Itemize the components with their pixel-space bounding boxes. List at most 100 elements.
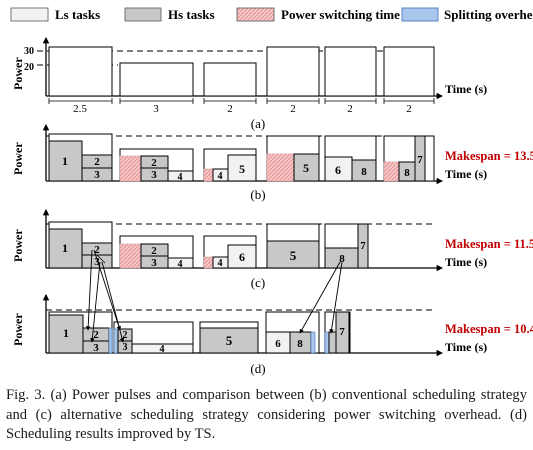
- figure-canvas: Ls tasks Hs tasks Power switching time S…: [10, 7, 533, 376]
- task-label: 8: [339, 253, 345, 265]
- pulse-1: [48, 46, 113, 97]
- legend-item-switch: Power switching time: [236, 7, 400, 22]
- split-arrows: [85, 249, 343, 343]
- panel-a-power-label: Power: [11, 57, 25, 90]
- split-overhead: [324, 331, 330, 354]
- duration-markers: [48, 98, 435, 104]
- task-label: 6: [335, 163, 341, 177]
- panel-b-power-label: Power: [11, 142, 25, 175]
- pulse-2: [119, 62, 194, 97]
- task-label: 5: [303, 161, 309, 175]
- task-d-7: [335, 311, 350, 354]
- pulse-5: [324, 46, 377, 97]
- task-label: 4: [160, 344, 165, 355]
- duration-6: 2: [406, 103, 412, 115]
- task-d-1: [48, 314, 84, 354]
- task-label: 2: [93, 329, 99, 341]
- task-c-5: [266, 240, 320, 269]
- task-b-6: [324, 156, 353, 182]
- legend-swatch-ls: [10, 7, 49, 22]
- switch-time: [266, 153, 295, 182]
- task-label: 2: [94, 244, 100, 256]
- link-line: [96, 254, 106, 264]
- legend-label-ls: Ls tasks: [55, 7, 100, 22]
- task-label: 3: [151, 169, 157, 181]
- task-label: 3: [94, 256, 100, 268]
- switch-time: [119, 243, 142, 269]
- legend-swatch-switch: [236, 7, 275, 22]
- task-label: 6: [239, 250, 245, 264]
- pulse-3: [203, 62, 257, 97]
- task-label: 2: [151, 157, 157, 169]
- task-label: 7: [339, 326, 345, 338]
- task-d-5: [199, 327, 259, 354]
- arrow-2-to-d2: [93, 249, 121, 331]
- task-b-4: [167, 170, 194, 182]
- legend-item-split: Splitting overhead: [401, 7, 533, 22]
- arrow-8-to-d: [299, 261, 341, 334]
- panel-a-tick-20: 20: [24, 62, 34, 73]
- legend-swatch-split: [401, 7, 439, 22]
- duration-3: 2: [227, 103, 233, 115]
- panel-a-time-label: Time (s): [445, 82, 487, 96]
- panel-c: Power 1 2 3 2 3 4 4 6 5 8 7 Makespan = 1…: [11, 208, 533, 290]
- task-label: 5: [226, 333, 233, 348]
- duration-2: 3: [153, 103, 159, 115]
- panel-a: Power 30 20 2.5 3 2 2 2 2 Time (s) (a): [11, 36, 487, 131]
- task-label: 4: [218, 171, 223, 182]
- legend-label-split: Splitting overhead: [444, 7, 533, 22]
- task-label: 5: [290, 248, 297, 263]
- figure-caption: Fig. 3. (a) Power pulses and comparison …: [6, 387, 527, 442]
- panel-d-time-label: Time (s): [445, 340, 487, 354]
- switch-time: [119, 155, 142, 182]
- panel-c-makespan: Makespan = 11.5: [445, 237, 533, 251]
- legend: Ls tasks Hs tasks Power switching time S…: [10, 7, 533, 22]
- task-label: 4: [178, 259, 183, 270]
- task-b-3: [81, 167, 113, 182]
- task-label: 1: [62, 241, 68, 255]
- task-c-4: [167, 257, 194, 269]
- arrow-3-to-d2: [101, 261, 125, 343]
- task-b-5b: [293, 153, 320, 182]
- task-d-8b: [328, 331, 337, 354]
- panel-a-tick-30: 30: [24, 46, 34, 57]
- panel-b-time-label: Time (s): [445, 167, 487, 181]
- task-label: 4: [178, 172, 183, 183]
- duration-4: 2: [290, 103, 296, 115]
- panel-b: Power 1 2 3 2 3 4 4 5 5 6 8 8: [11, 123, 533, 202]
- panel-c-power-label: Power: [11, 229, 25, 262]
- legend-item-ls: Ls tasks: [10, 7, 100, 22]
- task-c-6: [227, 244, 257, 269]
- legend-label-hs: Hs tasks: [168, 7, 215, 22]
- arrow-2-to-d: [85, 249, 93, 331]
- switch-time: [383, 161, 400, 182]
- task-label: 2: [94, 156, 100, 168]
- panel-b-sublabel: (b): [250, 187, 265, 202]
- arrow-3-to-d: [90, 261, 101, 343]
- task-label: 7: [417, 154, 423, 166]
- task-label: 3: [151, 257, 157, 269]
- task-b-7: [414, 135, 426, 182]
- legend-item-hs: Hs tasks: [124, 7, 215, 22]
- task-label: 5: [239, 162, 245, 176]
- split-overhead: [108, 327, 113, 354]
- arrow-8-to-d2: [329, 261, 343, 334]
- panel-d-makespan: Makespan = 10.4: [445, 322, 533, 336]
- duration-5: 2: [347, 103, 353, 115]
- task-label: 6: [275, 338, 281, 350]
- task-label: 3: [123, 342, 128, 353]
- split-overhead: [310, 331, 316, 354]
- panel-a-sublabel: (a): [251, 116, 265, 131]
- task-label: 8: [404, 167, 410, 179]
- task-label: 7: [360, 240, 366, 252]
- duration-1: 2.5: [73, 103, 87, 115]
- task-label: 8: [361, 166, 367, 178]
- task-c-1: [48, 228, 83, 269]
- panel-b-makespan: Makespan = 13.5: [445, 149, 533, 163]
- switch-time: [203, 256, 214, 269]
- task-label: 2: [151, 245, 157, 257]
- panel-c-sublabel: (c): [251, 275, 265, 290]
- task-label: 4: [218, 258, 223, 269]
- task-label: 2: [123, 330, 128, 341]
- task-b-5: [227, 154, 257, 182]
